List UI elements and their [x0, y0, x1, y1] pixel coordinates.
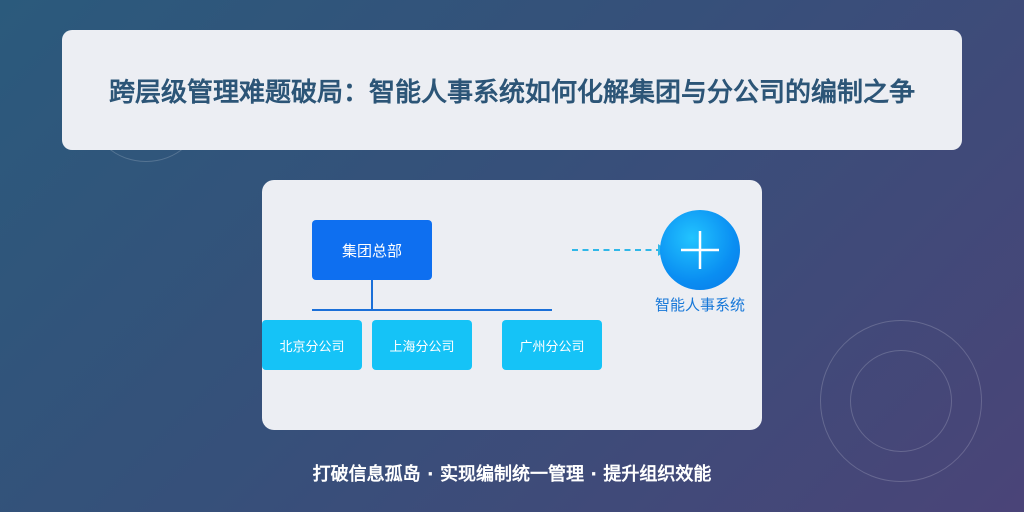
trunk-line: [371, 280, 373, 310]
branch-node-beijing: 北京分公司: [262, 320, 362, 370]
branch-node-guangzhou: 广州分公司: [502, 320, 602, 370]
system-node: [660, 210, 740, 290]
dashed-connector: [572, 249, 662, 251]
page-title: 跨层级管理难题破局：智能人事系统如何化解集团与分公司的编制之争: [108, 77, 915, 108]
title-banner: 跨层级管理难题破局：智能人事系统如何化解集团与分公司的编制之争: [62, 30, 962, 150]
decorative-ring-inner: [850, 350, 952, 452]
headquarters-node: 集团总部: [312, 220, 432, 280]
bus-line: [312, 309, 552, 311]
plus-icon: [681, 231, 719, 269]
branch-node-shanghai: 上海分公司: [372, 320, 472, 370]
system-label: 智能人事系统: [654, 296, 745, 314]
tagline: 打破信息孤岛 · 实现编制统一管理 · 提升组织效能: [312, 464, 712, 485]
org-diagram: 集团总部 北京分公司 上海分公司 广州分公司 智能人事系统: [262, 180, 762, 430]
decorative-ring-outer: [820, 320, 982, 482]
